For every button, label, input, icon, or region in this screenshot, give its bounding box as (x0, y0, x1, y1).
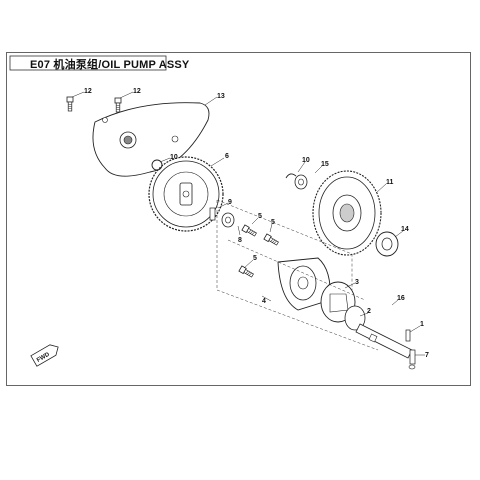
callout-6: 6 (225, 153, 229, 160)
pump-cover-13 (92, 102, 210, 177)
pin-9 (209, 207, 216, 221)
circlip-10-left (151, 159, 163, 171)
callout-9: 9 (228, 199, 232, 206)
callout-labels: 12 12 13 6 10 10 15 11 14 9 8 5 5 5 4 3 … (84, 88, 429, 359)
callout-16: 16 (397, 295, 405, 302)
callout-3: 3 (355, 279, 359, 286)
bolt-5-b (263, 233, 280, 247)
callout-1: 1 (420, 321, 424, 328)
callout-13: 13 (217, 93, 225, 100)
callout-12-left: 12 (84, 88, 92, 95)
callout-14: 14 (401, 226, 409, 233)
callout-5-c: 5 (253, 255, 257, 262)
fwd-badge: FWD (30, 344, 59, 367)
bolt-12-left (66, 96, 74, 112)
circlip-10-right (285, 173, 297, 179)
bolt-5-a (241, 224, 258, 238)
assembly-guides (216, 199, 379, 351)
pin-1 (405, 329, 411, 342)
callout-10-right: 10 (302, 157, 310, 164)
callout-7: 7 (425, 352, 429, 359)
shaft-16 (355, 323, 413, 359)
bolt-12-right (114, 97, 122, 113)
callout-2: 2 (367, 308, 371, 315)
shaft-7 (408, 349, 416, 370)
callout-4: 4 (262, 298, 266, 305)
leader-lines (71, 91, 425, 356)
gear-6 (148, 156, 224, 232)
callout-5-b: 5 (271, 219, 275, 226)
callout-5-a: 5 (258, 213, 262, 220)
pump-housing-4 (277, 257, 331, 311)
washer-15 (294, 174, 308, 190)
bearing-14 (375, 231, 399, 257)
page-title: E07 机油泵组/OIL PUMP ASSY (30, 59, 190, 71)
callout-15: 15 (321, 161, 329, 168)
callout-10-left: 10 (170, 154, 178, 161)
callout-11: 11 (386, 179, 394, 186)
bolt-5-c (238, 265, 255, 279)
washer-8 (221, 212, 235, 228)
gear-11 (312, 170, 382, 256)
callout-8: 8 (238, 237, 242, 244)
callout-12-right: 12 (133, 88, 141, 95)
diagram-frame (6, 52, 471, 386)
